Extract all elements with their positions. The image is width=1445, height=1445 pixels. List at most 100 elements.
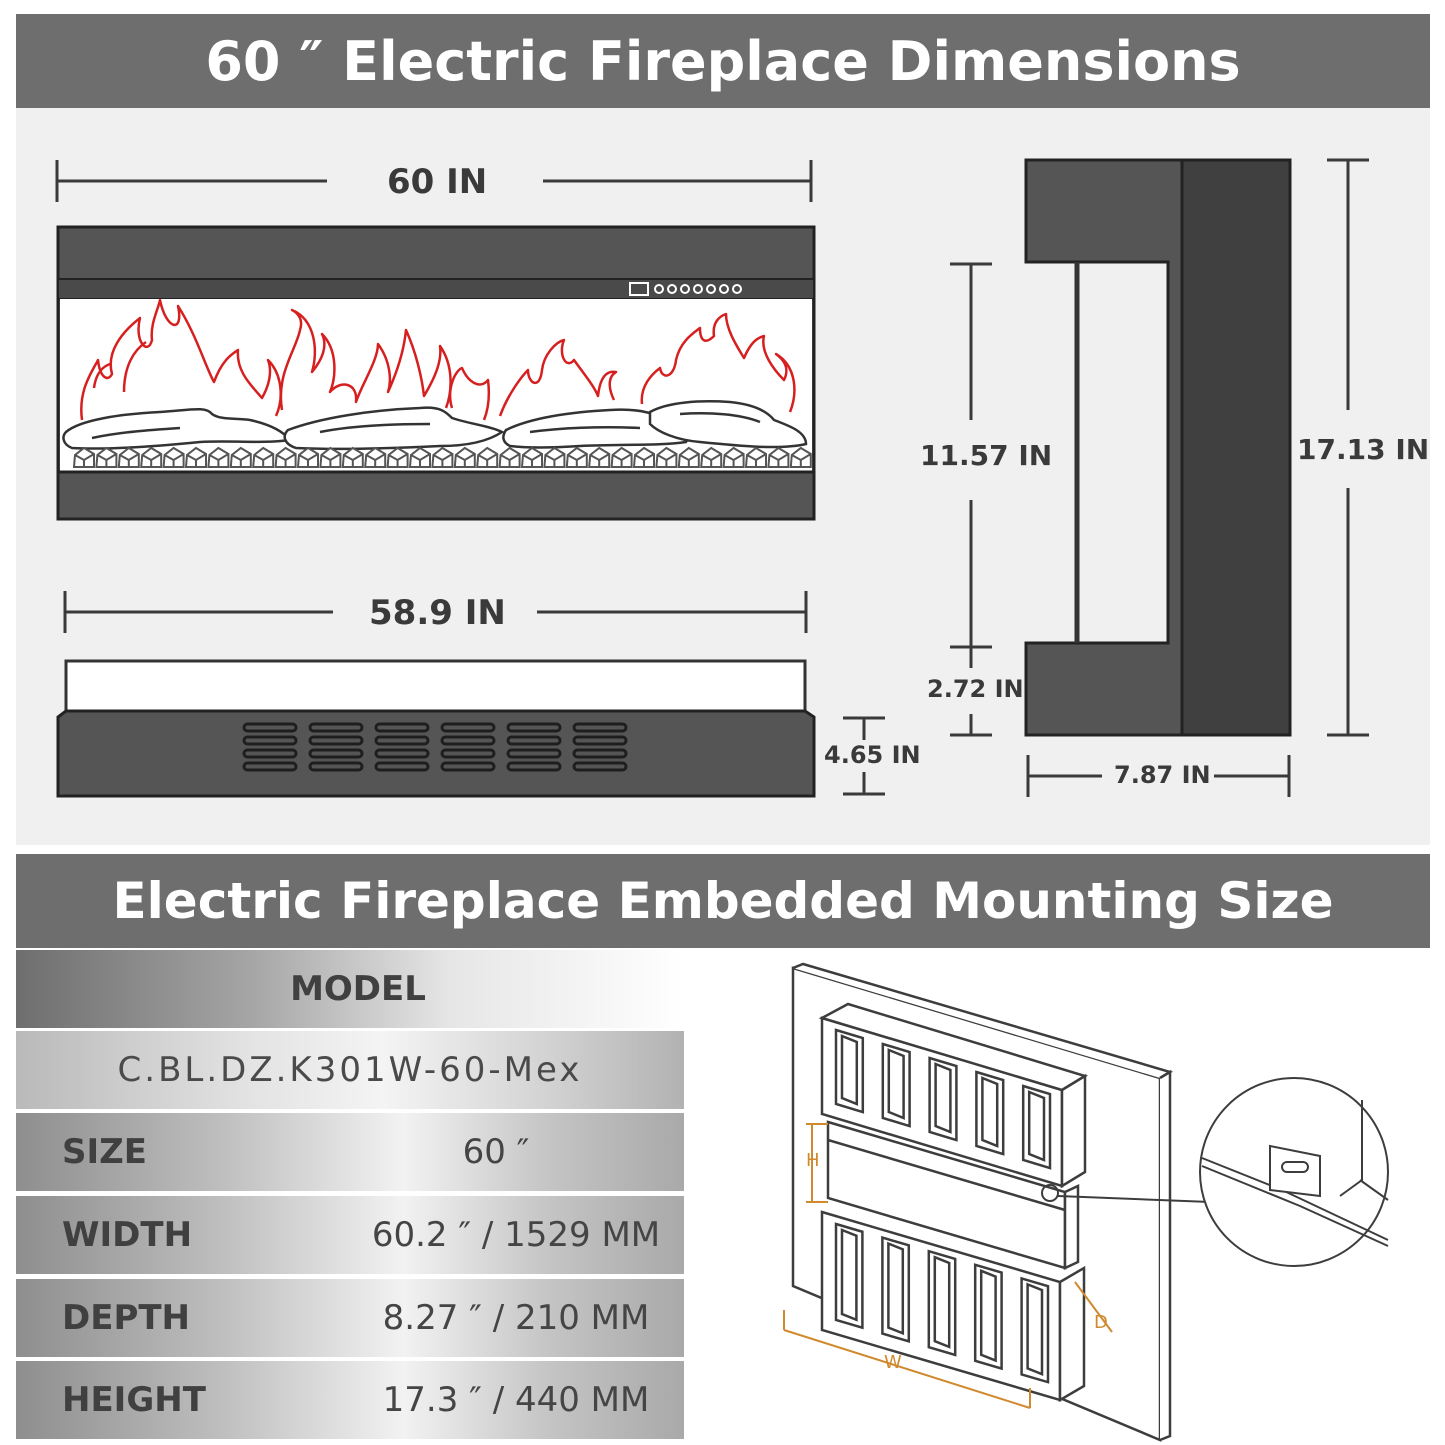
lower-frame-side bbox=[1058, 1265, 1086, 1403]
front-width-dimension-line bbox=[55, 160, 813, 202]
stone-facet bbox=[455, 453, 476, 467]
stone-facet bbox=[679, 453, 700, 467]
height-label: HEIGHT bbox=[62, 1380, 206, 1420]
upper-frame-cell bbox=[834, 1028, 865, 1114]
upper-frame-cell-inner bbox=[840, 1034, 859, 1106]
upper-frame-cell bbox=[975, 1070, 1005, 1156]
stone bbox=[655, 446, 678, 468]
width-label: WIDTH bbox=[62, 1215, 193, 1255]
stone-facet bbox=[768, 453, 789, 467]
stone bbox=[588, 446, 611, 468]
upper-frame-cell-inner bbox=[934, 1062, 952, 1134]
stone bbox=[364, 446, 387, 468]
stone-facet bbox=[701, 453, 722, 467]
size-value: 60 ″ bbox=[462, 1132, 530, 1172]
model-header: MODEL bbox=[290, 969, 426, 1009]
lower-frame-cell-inner bbox=[840, 1228, 858, 1322]
stone-facet bbox=[298, 453, 319, 467]
depth-row-label: DEPTH bbox=[62, 1298, 191, 1338]
upper-frame-side bbox=[1060, 1073, 1087, 1189]
stone-facet bbox=[141, 453, 162, 467]
base-width-dimension-line bbox=[63, 591, 808, 633]
stone-facet bbox=[320, 453, 341, 467]
upper-frame-cell-inner bbox=[981, 1076, 999, 1148]
base-height-label: 4.65 IN bbox=[824, 741, 921, 769]
stone bbox=[453, 446, 476, 468]
stone-facet bbox=[253, 453, 274, 467]
stone bbox=[700, 446, 723, 468]
stone-facet bbox=[119, 453, 140, 467]
stone bbox=[207, 446, 230, 468]
bracket-height-label: 2.72 IN bbox=[927, 675, 1024, 703]
lower-frame-cell-inner bbox=[979, 1268, 997, 1363]
vent-slot bbox=[308, 722, 364, 733]
stone bbox=[319, 446, 342, 468]
vent-slot bbox=[440, 748, 496, 759]
vent-slot bbox=[374, 761, 430, 772]
stone bbox=[140, 446, 163, 468]
vent-slot bbox=[308, 735, 364, 746]
inner-height-label: 11.57 IN bbox=[920, 439, 1053, 472]
stone bbox=[632, 446, 655, 468]
mounting-dimension-lines bbox=[783, 1123, 1113, 1409]
vent-slot bbox=[506, 735, 562, 746]
stone-facet bbox=[186, 453, 207, 467]
fireplace-body-edge bbox=[827, 1138, 1066, 1212]
stone-facet bbox=[343, 453, 364, 467]
stone-facet bbox=[544, 453, 565, 467]
stone bbox=[408, 446, 431, 468]
stone bbox=[341, 446, 364, 468]
fireplace-body-side bbox=[1063, 1184, 1080, 1270]
lower-frame-cell bbox=[1020, 1276, 1050, 1384]
spec-table-model-header-row: MODEL bbox=[16, 950, 684, 1028]
inner-height-dimension-line bbox=[950, 262, 992, 737]
stone bbox=[229, 446, 252, 468]
stone bbox=[274, 446, 297, 468]
stone-facet bbox=[656, 453, 677, 467]
stone bbox=[677, 446, 700, 468]
vent-slot bbox=[374, 735, 430, 746]
spec-table-row: SIZE 60 ″ bbox=[16, 1113, 684, 1191]
stone-facet bbox=[724, 453, 745, 467]
vent-slot bbox=[242, 761, 298, 772]
stone-facet bbox=[477, 453, 498, 467]
vent-slot bbox=[242, 722, 298, 733]
dimensions-title-banner: 60 ″ Electric Fireplace Dimensions bbox=[16, 14, 1430, 108]
spec-table-row: DEPTH 8.27 ″ / 210 MM bbox=[16, 1279, 684, 1357]
stone-facet bbox=[276, 453, 297, 467]
stone-facet bbox=[567, 453, 588, 467]
stone-facet bbox=[96, 453, 117, 467]
stone bbox=[117, 446, 140, 468]
stone-facet bbox=[208, 453, 229, 467]
base-width-label: 58.9 IN bbox=[369, 593, 506, 633]
stone-facet bbox=[388, 453, 409, 467]
stone bbox=[296, 446, 319, 468]
log-icons bbox=[62, 400, 808, 451]
mounting-height-letter: H bbox=[806, 1150, 820, 1171]
vent-slot bbox=[572, 722, 628, 733]
dimensions-title: 60 ″ Electric Fireplace Dimensions bbox=[205, 29, 1241, 93]
stone-facet bbox=[365, 453, 386, 467]
stone bbox=[431, 446, 454, 468]
lower-frame-cell-inner bbox=[1026, 1282, 1044, 1376]
stone bbox=[565, 446, 588, 468]
upper-frame-cell bbox=[928, 1056, 958, 1142]
lower-frame-cell-inner bbox=[933, 1255, 951, 1349]
stone bbox=[610, 446, 633, 468]
stone-facet bbox=[410, 453, 431, 467]
vent-slot bbox=[440, 722, 496, 733]
vent-slot bbox=[308, 748, 364, 759]
stone-facet bbox=[74, 453, 95, 467]
size-label: SIZE bbox=[62, 1132, 148, 1172]
fireplace-top-view bbox=[56, 659, 816, 798]
lower-frame-cell bbox=[881, 1235, 911, 1344]
vent-slot bbox=[506, 748, 562, 759]
stone-bed bbox=[72, 446, 812, 468]
depth-label: 7.87 IN bbox=[1114, 761, 1211, 789]
vent-slot bbox=[506, 761, 562, 772]
vent-slot bbox=[374, 722, 430, 733]
flame-icons bbox=[80, 298, 796, 421]
upper-frame-cell-inner bbox=[887, 1048, 905, 1120]
vent-slot bbox=[242, 748, 298, 759]
